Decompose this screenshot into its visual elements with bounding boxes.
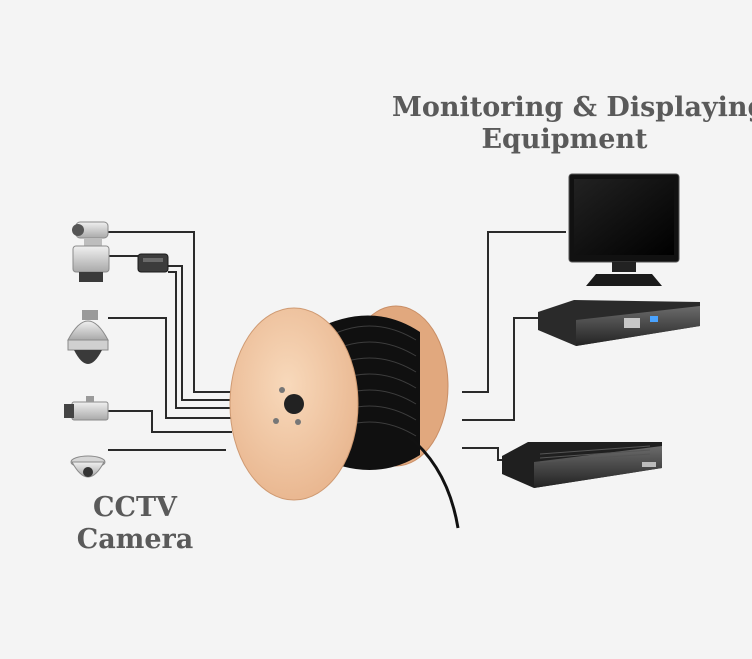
speed-dome-camera-icon <box>67 310 109 364</box>
ptz-camera-icon <box>72 221 110 282</box>
network-video-recorder-icon <box>502 442 662 488</box>
cctv-label-line-2: Camera <box>76 524 194 556</box>
wire-dvr <box>462 317 540 421</box>
equipment-wires <box>462 231 566 461</box>
box-camera-icon <box>64 396 109 421</box>
dome-camera-icon <box>70 455 106 478</box>
cable-spool-icon <box>229 305 460 529</box>
wire-nvr <box>462 447 504 461</box>
wire-monitor <box>462 231 566 393</box>
cctv-camera-label: CCTV Camera <box>70 492 200 557</box>
junction-box-icon <box>137 253 169 273</box>
wire-ptz-1 <box>108 231 232 393</box>
wire-ptz-3 <box>168 265 232 401</box>
cctv-label-line-1: CCTV <box>92 492 178 523</box>
monitoring-equipment-label: Monitoring & Displaying Equipment <box>392 92 752 157</box>
monitoring-label-line-1: Monitoring & Displaying <box>392 92 752 123</box>
monitoring-label-line-2: Equipment <box>481 124 648 156</box>
wire-speed-dome <box>108 317 232 419</box>
wire-box <box>108 410 232 433</box>
camera-wires <box>108 231 232 451</box>
dvr-recorder-icon <box>538 300 700 346</box>
wire-ptz-4 <box>168 271 232 409</box>
monitor-icon <box>568 173 680 286</box>
